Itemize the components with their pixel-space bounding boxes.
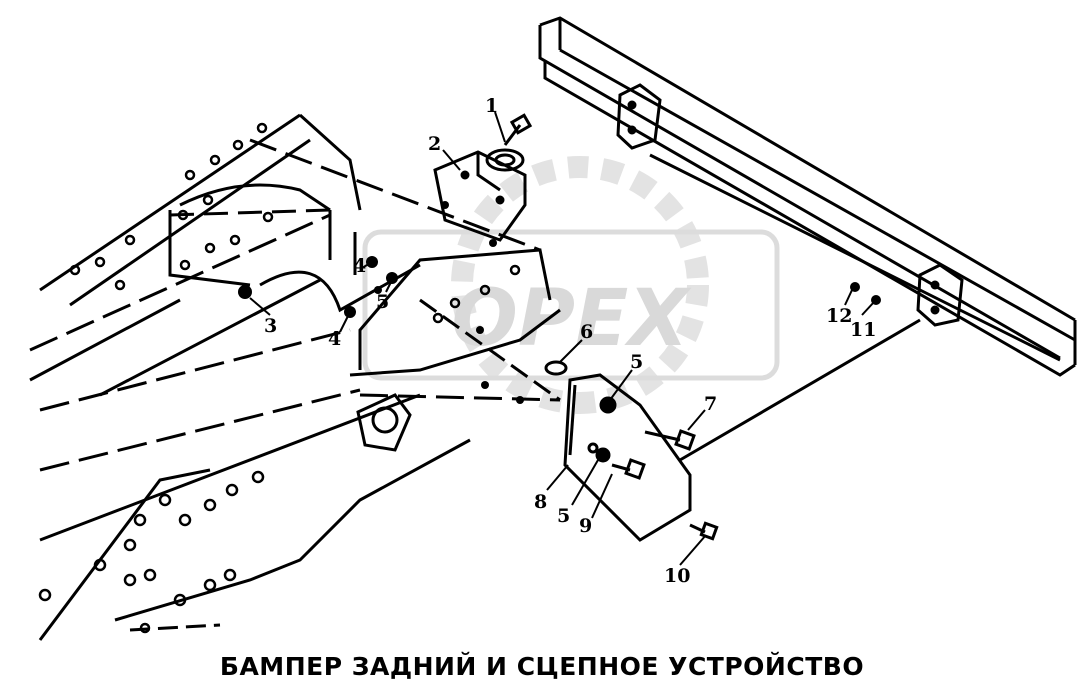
side-plate: [563, 373, 692, 542]
callout-5a: 5: [376, 291, 389, 313]
callout-3: 3: [264, 315, 277, 337]
callout-5b: 5: [630, 351, 643, 373]
callout-6: 6: [580, 321, 593, 343]
bolt-1: [503, 113, 533, 146]
frame-rail: [29, 113, 561, 641]
rear-bumper: [538, 16, 1077, 462]
callout-12: 12: [826, 305, 852, 327]
callout-2: 2: [428, 133, 441, 155]
callout-1: 1: [485, 95, 498, 117]
leader-lines: [249, 111, 875, 566]
frame-holes: [38, 122, 521, 634]
mount-flange: [356, 393, 412, 452]
callout-4b: 4: [328, 328, 341, 350]
callout-labels: 1 2 3 4 4 5 5 5 6 7 8 9 10 11 12: [264, 95, 876, 587]
callout-5c: 5: [557, 505, 570, 527]
diagram-caption: БАМПЕР ЗАДНИЙ И СЦЕПНОЕ УСТРОЙСТВО: [219, 652, 865, 681]
callout-7: 7: [704, 393, 717, 415]
bolts: [611, 429, 719, 541]
callout-11: 11: [850, 319, 876, 341]
callout-10: 10: [664, 565, 690, 587]
callout-4a: 4: [353, 255, 366, 277]
callout-8: 8: [534, 491, 547, 513]
callout-9: 9: [579, 515, 592, 537]
spacer: [544, 360, 568, 376]
coupling-bracket: [433, 148, 527, 242]
